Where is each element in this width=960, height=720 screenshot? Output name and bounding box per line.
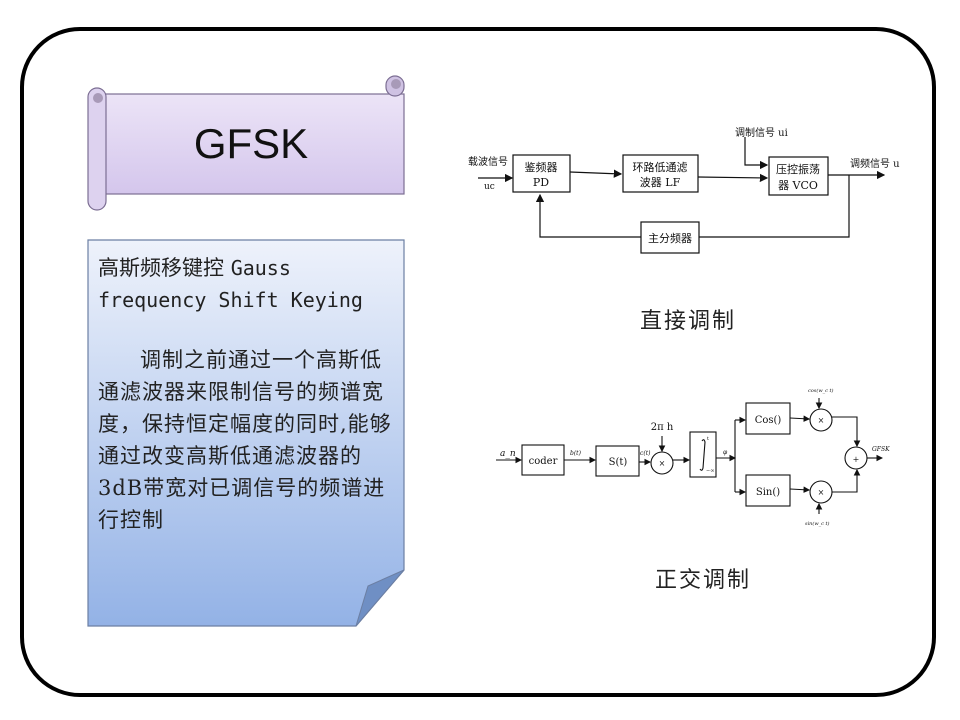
integrator-block: [689, 431, 717, 478]
heading-cn: 高斯频移键控: [98, 256, 224, 280]
integral-lower: −∞: [706, 468, 714, 474]
multiply-sign-sin: ×: [818, 488, 825, 497]
pd-label-2: PD: [533, 176, 549, 189]
banner-title: GFSK: [193, 120, 309, 167]
quadrature-modulation-caption: 正交调制: [655, 568, 752, 593]
sin-label: Sin(): [756, 487, 780, 498]
bt-label: b(t): [570, 450, 582, 457]
heading-en-1: Gauss: [230, 256, 291, 280]
input-symbol: a_n: [500, 449, 516, 459]
cos-label: Cos(): [755, 415, 782, 426]
pd-block: [512, 154, 571, 193]
pd-label-1: 鉴频器: [525, 160, 558, 174]
output-label: 调频信号 uo: [850, 157, 900, 170]
integral-upper: t: [707, 436, 709, 442]
direct-modulation-caption: 直接调制: [640, 309, 737, 334]
multiply-sign-1: ×: [659, 459, 666, 468]
gfsk-output-label: GFSK: [872, 446, 890, 453]
divider-label: 主分频器: [648, 231, 692, 245]
multiply-sign-cos: ×: [818, 416, 825, 425]
note-body: 调制之前通过一个高斯低通滤波器来限制信号的频谱宽度，保持恒定幅度的同时,能够通过…: [98, 348, 392, 532]
vco-label-1: 压控振荡: [776, 162, 820, 176]
sin-carrier-label: sin(w_c t): [805, 520, 830, 527]
cos-carrier-label: cos(w_c t): [808, 387, 834, 394]
mod-signal-label: 调制信号 ui: [735, 126, 788, 139]
lf-label-1: 环路低通滤: [633, 161, 688, 174]
direct-modulation-diagram: 载波信号 uc 调制信号 ui 调频信号 uo 鉴频器 PD 环路低通滤 波器 …: [468, 126, 900, 254]
gain-label: 2π h: [651, 422, 674, 433]
heading-en-2: frequency Shift Keying: [98, 288, 363, 312]
title-banner: GFSK: [86, 74, 414, 214]
lf-label-2: 波器 LF: [640, 176, 681, 189]
quadrature-modulation-diagram: a_n coder b(t) S(t) c(t) 2π h × t −∞ φ C…: [496, 387, 890, 527]
st-label: S(t): [609, 457, 628, 468]
vco-block: [768, 156, 829, 196]
sum-sign: +: [853, 455, 860, 464]
note-heading: 高斯频移键控 Gauss frequency Shift Keying: [98, 252, 398, 316]
description-note: 高斯频移键控 Gauss frequency Shift Keying 调制之前通…: [86, 238, 406, 628]
carrier-label: 载波信号: [468, 155, 508, 168]
note-text: 高斯频移键控 Gauss frequency Shift Keying 调制之前通…: [98, 252, 398, 536]
note-shape: [87, 239, 405, 627]
scroll-shape: [87, 75, 405, 211]
phase-label: φ: [723, 449, 728, 456]
coder-label: coder: [529, 456, 558, 467]
carrier-symbol: uc: [484, 182, 495, 192]
vco-label-2: 器 VCO: [778, 179, 818, 192]
ct-label: c(t): [640, 450, 651, 457]
lf-block: [622, 154, 699, 193]
